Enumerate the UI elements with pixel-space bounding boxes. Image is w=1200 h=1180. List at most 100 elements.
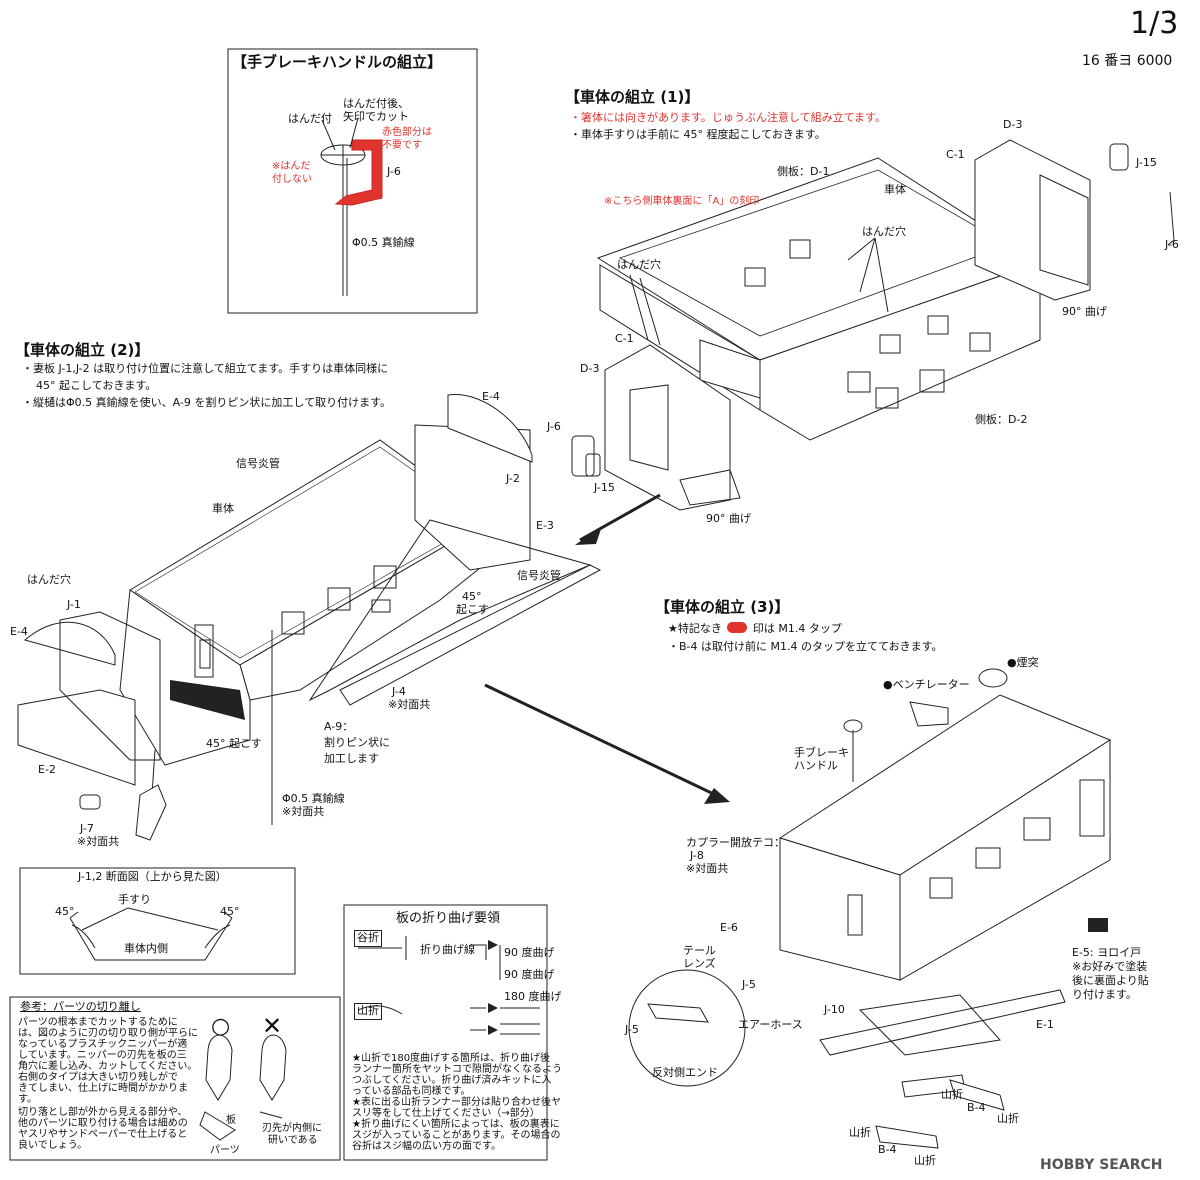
body1-label-j15top: J-15 (1136, 156, 1157, 169)
body1-label-shatai: 車体 (884, 183, 906, 196)
section-inside-label: 車体内側 (124, 942, 168, 955)
body2-label-j7b: ※対面共 (77, 835, 120, 848)
bend-note-line: ★山折で180度曲げする箇所は、折り曲げ後 (352, 1053, 551, 1064)
bend-note-line: っている部品も同様です。 (352, 1086, 471, 1097)
body3-label-coupler2: J-8 (690, 849, 704, 862)
body2-drawing (17, 393, 602, 841)
brake-box-frame (227, 48, 478, 314)
body1-title: 【車体の組立 (1)】 (565, 88, 700, 106)
good-mark: ○ (211, 1014, 231, 1039)
body3-label-e1: E-1 (1036, 1018, 1054, 1031)
red-dot-icon (727, 622, 748, 633)
body3-label-coupler3: ※対面共 (686, 862, 729, 875)
body1-drawing (571, 139, 1175, 545)
parts-label: パーツ (210, 1145, 240, 1156)
brake-part-label: J-6 (387, 165, 401, 178)
plate-label: 板 (226, 1115, 236, 1126)
brake-handle-drawing (320, 117, 383, 296)
body2-label-a9: A-9： (324, 720, 354, 733)
body1-label-j6right: J-6 (1165, 238, 1179, 251)
cut-note-line: す。 (18, 1094, 37, 1105)
body3-label-brake2: ハンドル (794, 759, 838, 772)
body2-label-e4left: E-4 (10, 625, 28, 638)
cut-note-line: ヤスリやサンドペーパーで仕上げると (18, 1129, 188, 1140)
body1-label-side1: 側板：D-1 (777, 165, 830, 178)
bend-deg90b-label: 90 度曲げ (504, 968, 555, 981)
cut-note-line: 切り落とし部が外から見える部分や、 (18, 1107, 188, 1118)
body3-label-tail1: テール (683, 944, 716, 957)
cut-note-line: 角穴に差し込み、カットしてください。 (18, 1061, 198, 1072)
body2-note-1b: 45° 起こしておきます。 (36, 379, 157, 392)
page-subtitle: 16 番ヨ 6000 (1082, 53, 1173, 69)
body2-label-deg45b: 45° 起こす (206, 737, 262, 750)
brake-red-note: 赤色部分は (382, 127, 432, 138)
body3-label-brake1: 手ブレーキ (794, 746, 849, 759)
body1-red-note: ※こちら側車体裏面に「A」の刻印 (604, 196, 760, 207)
body3-label-j5a: J-5 (742, 978, 756, 991)
body3-label-e5b: ※お好みで塗装 (1072, 960, 1148, 973)
body3-note-1a: ★特記なき (668, 622, 722, 635)
bend-valley-label: 谷折 (354, 930, 382, 947)
body1-label-j6left: J-6 (547, 420, 561, 433)
bend-note-line: スリ等をして仕上げてください（→部分） (352, 1108, 540, 1119)
section-angle-right: 45° (220, 905, 240, 918)
cut-note-line: 右側のタイプは大きい切り残しがで (18, 1072, 178, 1083)
body2-label-handa: はんだ穴 (27, 573, 71, 586)
bend-line-label: 折り曲げ線 (420, 943, 475, 956)
body3-label-yamaore4: 山折 (914, 1154, 936, 1167)
body3-label-e6: E-6 (720, 921, 738, 934)
body3-label-opposite: 反対側エンド (652, 1066, 718, 1079)
body3-label-chimney: ●煙突 (1007, 656, 1039, 669)
bend-note-line: ランナー箇所をヤットコで隙間がなくなるよう (352, 1064, 562, 1075)
cut-note-line: は、図のように刃の切り取り側が平らに (18, 1028, 198, 1039)
body3-note-1: ★特記なき 印は M1.4 タップ (668, 620, 842, 636)
body3-label-yamaore3: 山折 (849, 1126, 871, 1139)
body3-label-air: エアーホース (738, 1018, 803, 1031)
body2-label-wire: Φ0.5 真鍮線 (282, 792, 345, 805)
cut-note-line: しています。ニッパーの刃先を板の三 (18, 1050, 187, 1061)
body3-label-tail2: レンズ (683, 957, 716, 970)
brake-nosolder-note: ※はんだ (272, 161, 311, 172)
body2-label-e3: E-3 (536, 519, 554, 532)
cut-note-line: なっているプラスチックニッパーが適 (18, 1039, 188, 1050)
body2-label-shatai: 車体 (212, 502, 234, 515)
body1-label-c1top: C-1 (946, 148, 965, 161)
body2-note-1: ・妻板 J-1,J-2 は取り付け位置に注意して組立てます。手すりは車体同様に (22, 362, 389, 375)
body1-label-deg90b: 90° 曲げ (706, 512, 751, 525)
body1-label-handa1: はんだ穴 (617, 258, 661, 271)
body2-label-e2: E-2 (38, 763, 56, 776)
body1-label-deg90a: 90° 曲げ (1062, 305, 1107, 318)
page-number: 1/3 (1130, 6, 1179, 41)
blade-label-2: 研いである (268, 1135, 318, 1146)
brake-solder-label: はんだ付 (288, 112, 332, 125)
cut-note-line: 他のパーツに取り付ける場合は細めの (18, 1118, 188, 1129)
bend-mountain-label: 山折 (354, 1003, 382, 1020)
brake-handle-title: 【手ブレーキハンドルの組立】 (232, 53, 443, 71)
body2-label-okosu: 起こす (456, 603, 489, 616)
section-box-frame (19, 867, 296, 975)
body3-label-e5c: 後に裏面より貼 (1072, 974, 1149, 987)
watermark-logo: HOBBY SEARCH (1040, 1156, 1162, 1175)
body3-drawing (484, 668, 1112, 1149)
body2-title: 【車体の組立 (2)】 (15, 341, 150, 359)
bend-note-line: ★折り曲げにくい箇所によっては、板の裏表に (352, 1119, 560, 1130)
brake-wire-label: Φ0.5 真鍮線 (352, 236, 415, 249)
body3-label-yamaore1: 山折 (941, 1088, 963, 1101)
watermark-text: HOBBY SEARCH (1040, 1157, 1163, 1173)
cut-note-line: 良いでしょう。 (18, 1140, 88, 1151)
body2-label-a9b: 割りピン状に (324, 736, 390, 749)
body1-label-handa2: はんだ穴 (862, 225, 906, 238)
cut-note-line: きてしまい、仕上げに時間がかかりま (18, 1083, 188, 1094)
body3-label-e5d: り付けます。 (1072, 988, 1137, 1001)
body2-label-a9c: 加工します (324, 752, 379, 765)
section-title: J-1,2 断面図（上から見た図） (78, 870, 227, 883)
body1-label-side2: 側板：D-2 (975, 413, 1028, 426)
body3-label-b4a: B-4 (967, 1101, 986, 1114)
body3-label-j10: J-10 (824, 1003, 845, 1016)
bend-box-frame (343, 904, 548, 1161)
body1-label-c1left: C-1 (615, 332, 634, 345)
body2-label-j1: J-1 (67, 598, 81, 611)
body1-note-1: ・箸体には向きがあります。じゅうぶん注意して組み立てます。 (570, 111, 886, 124)
bend-note-line: ★表に出る山折ランナー部分は貼り合わせ後ヤ (352, 1097, 561, 1108)
